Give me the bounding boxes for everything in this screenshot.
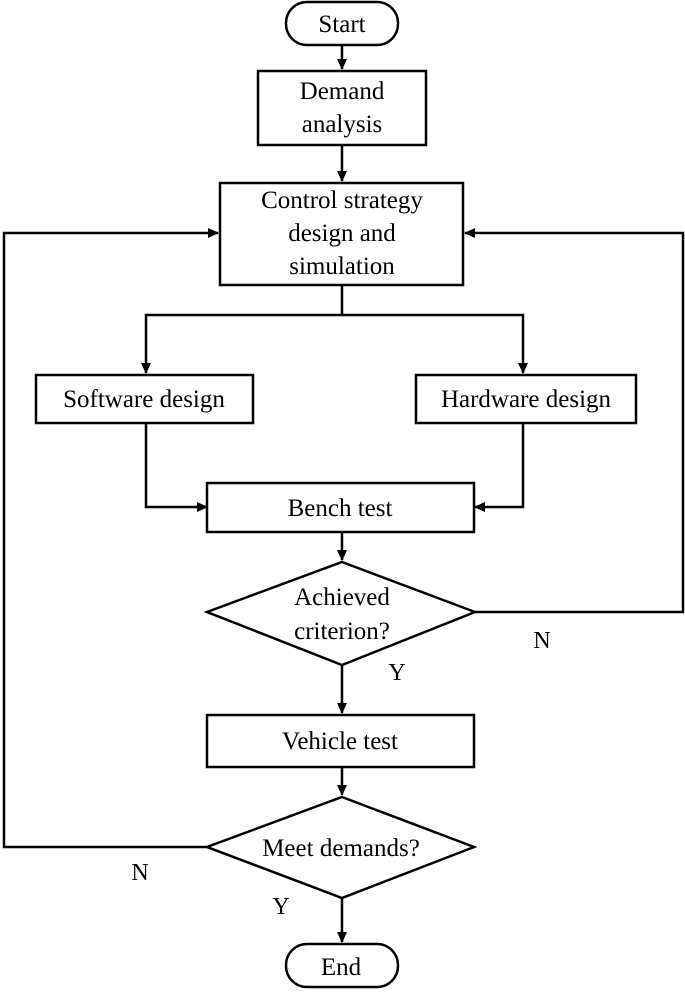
control-strategy-label-line-1: Control strategy <box>261 187 423 214</box>
arrow-meet-no-to-control <box>2 228 219 849</box>
control-strategy-node: Control strategy design and simulation <box>218 181 465 287</box>
meet-yes-label: Y <box>272 894 289 920</box>
bench-test-label: Bench test <box>288 495 393 522</box>
achieved-yes-label: Y <box>388 660 405 686</box>
connectors <box>2 45 685 943</box>
achieved-criterion-label-line-1: Achieved <box>294 584 390 611</box>
arrow-software-to-bench <box>144 423 208 512</box>
control-strategy-label-line-2: design and <box>288 220 396 247</box>
end-label: End <box>321 954 362 981</box>
demand-analysis-node: Demand analysis <box>256 69 428 147</box>
arrow-control-to-software <box>141 285 344 374</box>
meet-demands-label: Meet demands? <box>262 835 420 862</box>
meet-no-label: N <box>131 860 148 886</box>
demand-analysis-label-line-2: analysis <box>302 111 383 138</box>
arrow-hardware-to-bench <box>474 423 525 512</box>
arrow-achieved-no-to-control <box>464 228 685 614</box>
hardware-design-node: Hardware design <box>414 373 638 425</box>
software-design-node: Software design <box>34 373 255 425</box>
control-strategy-label-line-3: simulation <box>289 253 395 280</box>
vehicle-test-node: Vehicle test <box>205 713 476 769</box>
software-design-label: Software design <box>63 386 225 413</box>
achieved-no-label: N <box>533 628 550 654</box>
hardware-design-label: Hardware design <box>441 386 612 413</box>
start-node: Start <box>284 0 400 47</box>
achieved-criterion-decision: Achieved criterion? <box>203 560 479 667</box>
bench-test-node: Bench test <box>205 481 476 534</box>
demand-analysis-label-line-1: Demand <box>300 78 385 105</box>
arrow-control-to-hardware <box>342 313 528 374</box>
end-node: End <box>284 942 400 989</box>
meet-demands-decision: Meet demands? <box>203 795 478 900</box>
vehicle-test-label: Vehicle test <box>282 728 398 755</box>
achieved-criterion-label-line-2: criterion? <box>294 618 390 645</box>
start-label: Start <box>318 11 365 38</box>
